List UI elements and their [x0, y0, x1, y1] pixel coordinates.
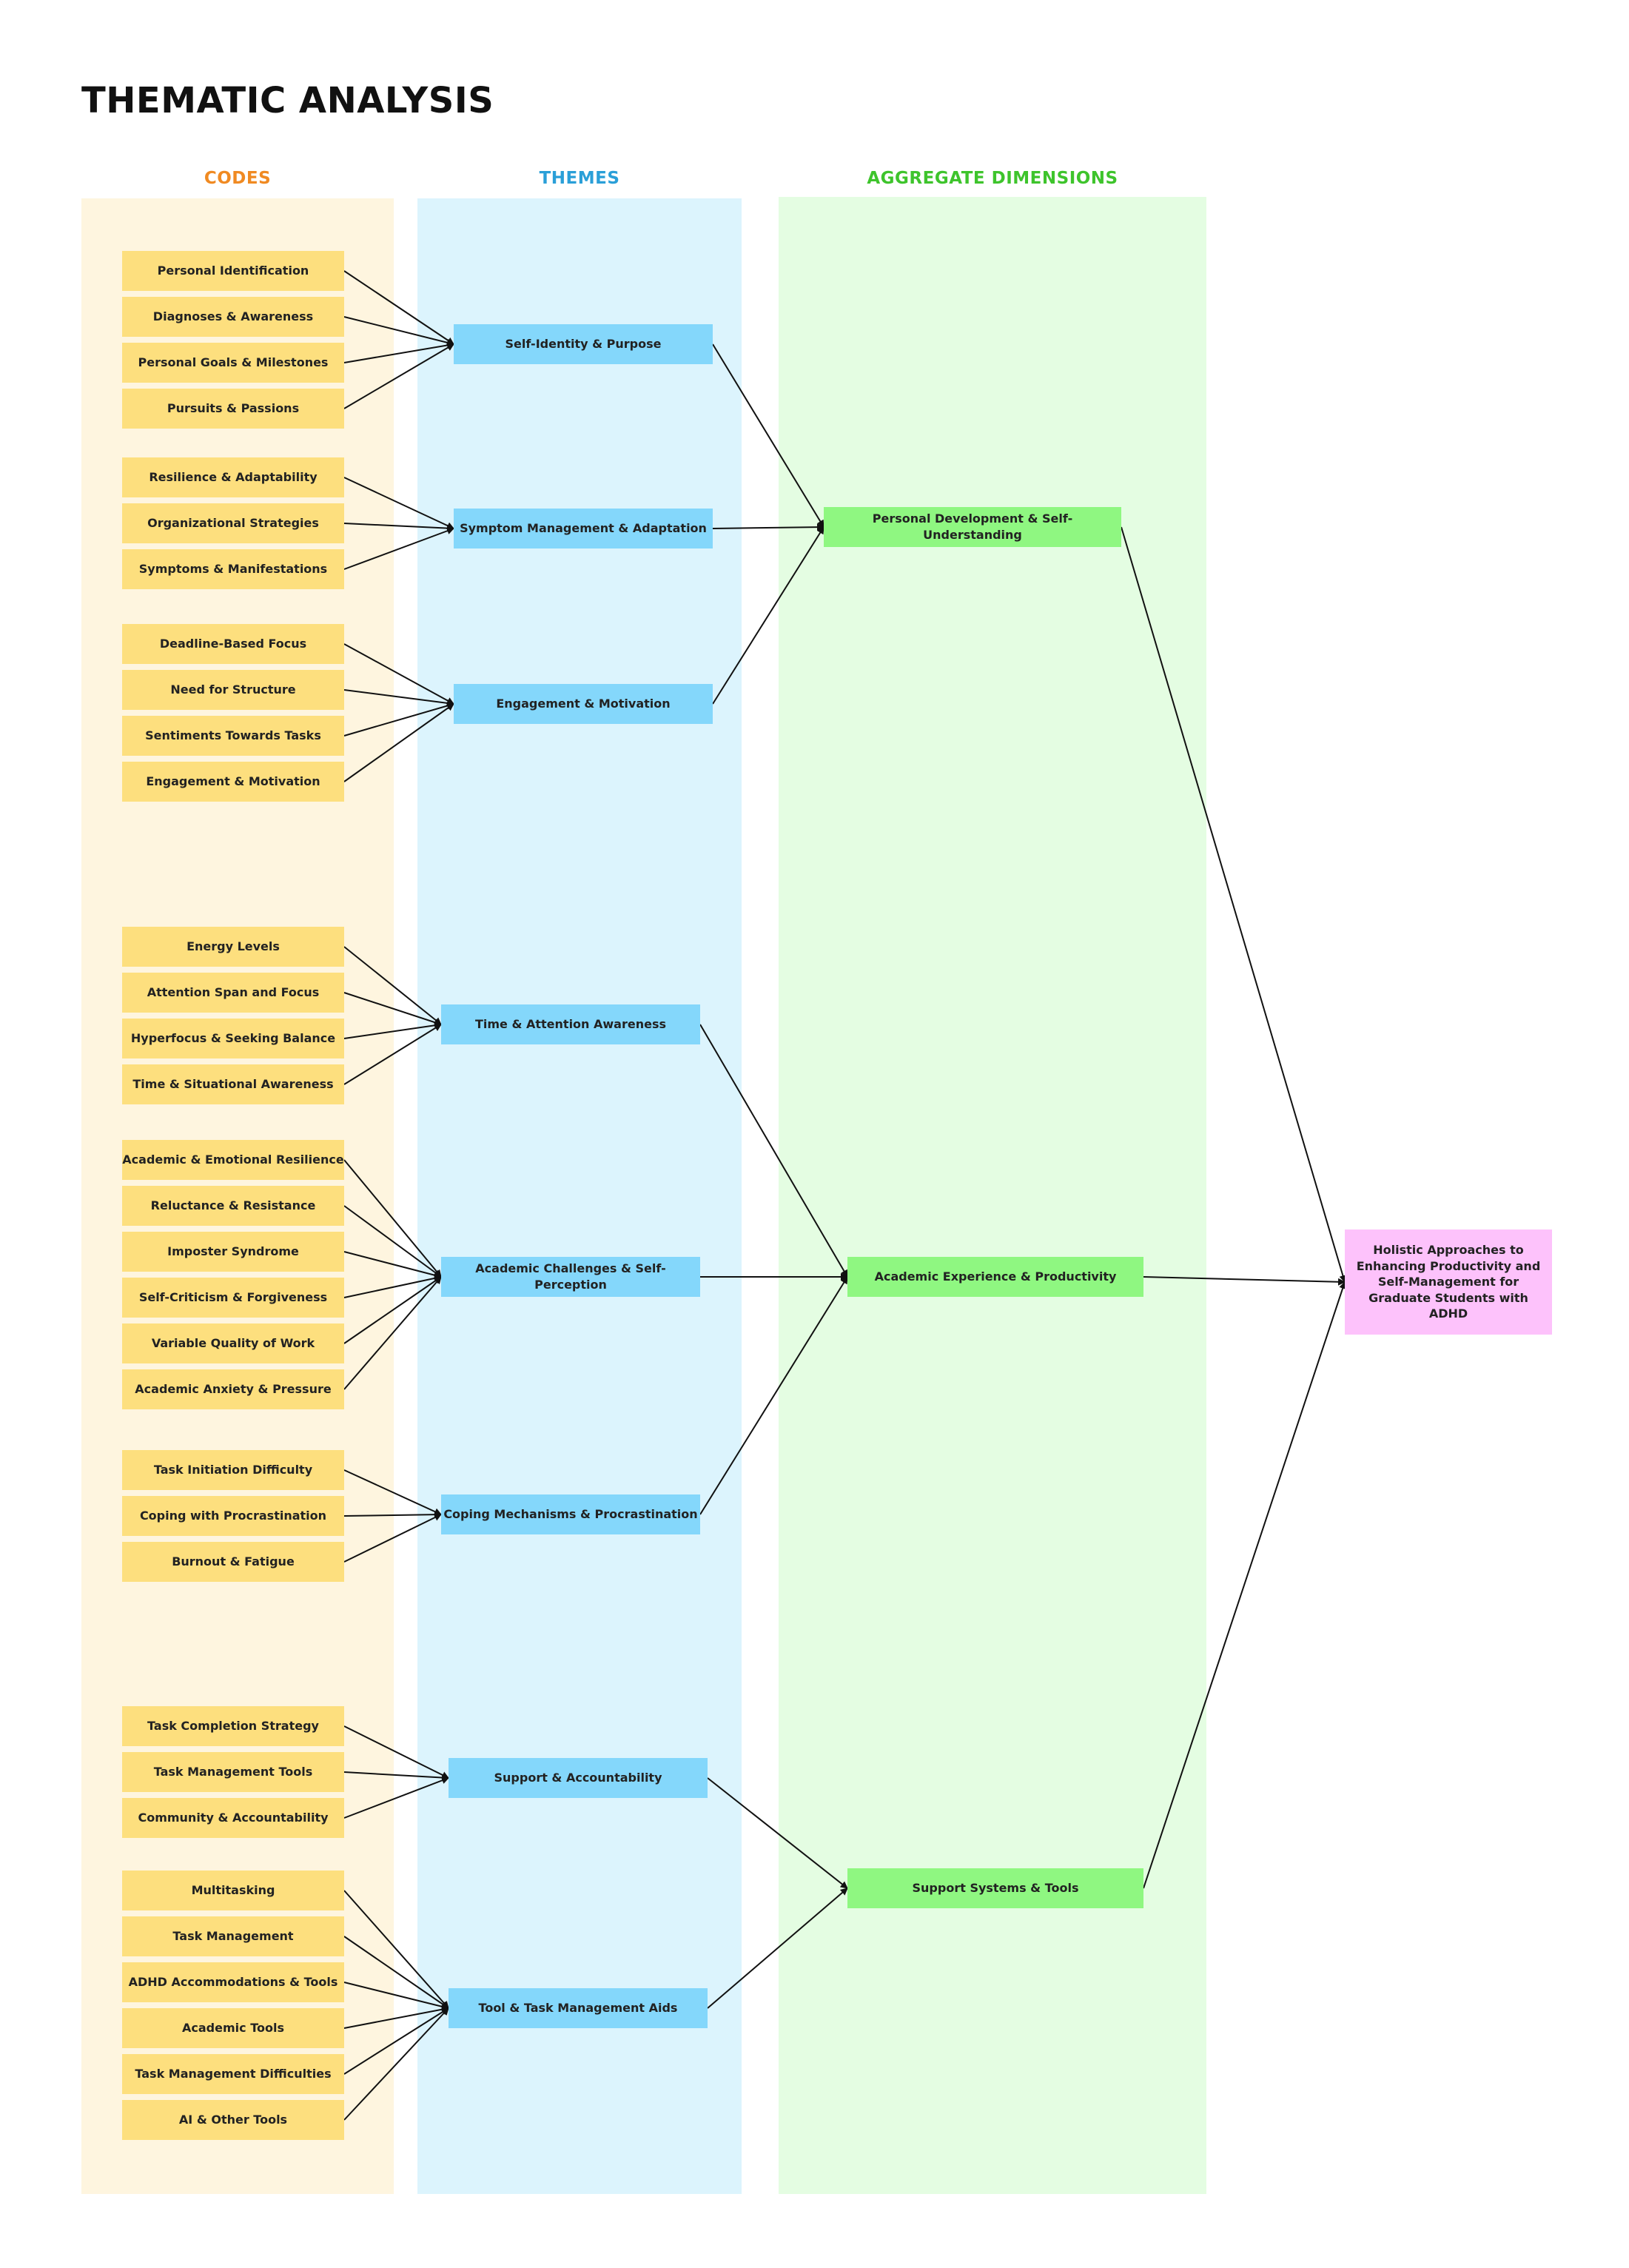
connector-arrow [343, 1890, 449, 2009]
code-box: Organizational Strategies [122, 503, 344, 543]
code-box: Need for Structure [122, 670, 344, 710]
connector-arrow [343, 946, 442, 1025]
connector-arrow [343, 341, 454, 363]
code-box: Task Management Difficulties [122, 2054, 344, 2094]
code-box: ADHD Accommodations & Tools [122, 1962, 344, 2002]
connector-arrow [343, 689, 454, 707]
connector-arrow [343, 1276, 442, 1344]
connector-arrow [343, 1251, 442, 1279]
code-box: Imposter Syndrome [122, 1232, 344, 1272]
connector-arrow [343, 270, 454, 345]
connector-arrow [343, 1777, 449, 1819]
code-box: Pursuits & Passions [122, 389, 344, 429]
code-box: Self-Criticism & Forgiveness [122, 1278, 344, 1318]
code-box: Reluctance & Resistance [122, 1186, 344, 1226]
connector-arrow [343, 1274, 442, 1298]
code-box: Multitasking [122, 1871, 344, 1910]
code-box: Personal Goals & Milestones [122, 343, 344, 383]
theme-box: Self-Identity & Purpose [454, 324, 713, 364]
code-box: Hyperfocus & Seeking Balance [122, 1019, 344, 1058]
connector-arrow [343, 343, 454, 409]
connector-arrow [699, 1024, 848, 1278]
connector-arrow [343, 992, 442, 1026]
code-box: Deadline-Based Focus [122, 624, 344, 664]
connector-arrow [707, 1777, 848, 1889]
dimension-box: Personal Development & Self-Understandin… [824, 507, 1121, 547]
connector-arrow [712, 343, 824, 528]
dimension-box: Support Systems & Tools [847, 1868, 1143, 1908]
code-box: Community & Accountability [122, 1798, 344, 1838]
page-title: THEMATIC ANALYSIS [81, 80, 494, 121]
connector-arrow [699, 1276, 848, 1515]
codes-heading: CODES [204, 169, 272, 188]
theme-box: Symptom Management & Adaptation [454, 509, 713, 548]
connector-arrow [343, 523, 454, 532]
code-box: Academic & Emotional Resilience [122, 1140, 344, 1180]
connector-arrow [343, 702, 454, 737]
connector-arrow [343, 1021, 442, 1039]
connector-arrow [343, 1771, 449, 1782]
connector-arrow [343, 1514, 442, 1563]
connector-arrow [343, 1159, 442, 1278]
connector-arrow [707, 1888, 848, 2009]
connector-arrow [343, 703, 454, 782]
theme-box: Academic Challenges & Self-Perception [441, 1257, 700, 1297]
code-box: Task Completion Strategy [122, 1706, 344, 1746]
code-box: Variable Quality of Work [122, 1323, 344, 1363]
dimensions-heading: AGGREGATE DIMENSIONS [867, 169, 1118, 188]
code-box: Symptoms & Manifestations [122, 549, 344, 589]
code-box: Energy Levels [122, 927, 344, 967]
code-box: Burnout & Fatigue [122, 1542, 344, 1582]
code-box: Sentiments Towards Tasks [122, 716, 344, 756]
connector-arrow [343, 1725, 449, 1779]
connector-arrow [343, 477, 454, 529]
connector-arrow [343, 2005, 449, 2029]
connector-arrow [343, 527, 454, 570]
connector-arrow [712, 523, 824, 531]
connector-arrow [343, 1511, 442, 1519]
connector-arrow [343, 1024, 442, 1085]
code-box: Coping with Procrastination [122, 1496, 344, 1536]
connector-arrow [343, 643, 454, 705]
code-box: AI & Other Tools [122, 2100, 344, 2140]
code-box: Resilience & Adaptability [122, 457, 344, 497]
connector-arrow [343, 1982, 449, 2010]
themes-heading: THEMES [539, 169, 620, 188]
connector-arrow [1143, 1281, 1346, 1889]
code-box: Time & Situational Awareness [122, 1064, 344, 1104]
code-box: Diagnoses & Awareness [122, 297, 344, 337]
outcome-box: Holistic Approaches to Enhancing Product… [1345, 1229, 1552, 1335]
code-box: Personal Identification [122, 251, 344, 291]
connector-arrow [1143, 1276, 1346, 1286]
code-box: Academic Anxiety & Pressure [122, 1369, 344, 1409]
code-box: Task Management [122, 1916, 344, 1956]
theme-box: Tool & Task Management Aids [449, 1988, 708, 2028]
connector-arrow [343, 1936, 449, 2009]
theme-box: Time & Attention Awareness [441, 1004, 700, 1044]
connector-arrow [343, 1205, 442, 1278]
connector-arrow [343, 316, 454, 346]
theme-box: Engagement & Motivation [454, 684, 713, 724]
connector-arrow [343, 2007, 449, 2121]
code-box: Engagement & Motivation [122, 762, 344, 802]
theme-box: Support & Accountability [449, 1758, 708, 1798]
theme-box: Coping Mechanisms & Procrastination [441, 1494, 700, 1534]
connector-arrow [1121, 526, 1347, 1283]
connector-arrow [712, 526, 824, 705]
code-box: Attention Span and Focus [122, 973, 344, 1013]
code-box: Task Initiation Difficulty [122, 1450, 344, 1490]
dimension-box: Academic Experience & Productivity [847, 1257, 1143, 1297]
connector-arrow [343, 2007, 449, 2075]
connector-arrow [343, 1276, 442, 1390]
code-box: Academic Tools [122, 2008, 344, 2048]
connector-arrow [343, 1469, 442, 1515]
code-box: Task Management Tools [122, 1752, 344, 1792]
